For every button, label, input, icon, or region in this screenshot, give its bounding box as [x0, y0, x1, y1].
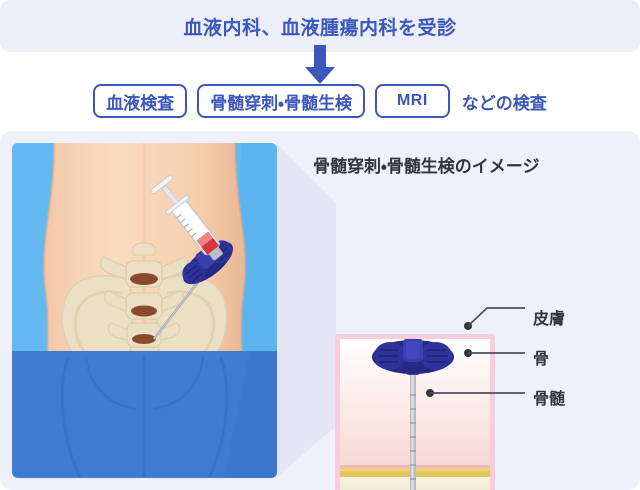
exam-label: 骨髄穿刺・骨髄生検 — [210, 93, 352, 113]
section-title: 骨髄穿刺・骨髄生検のイメージ — [313, 157, 540, 176]
down-arrow-icon — [303, 45, 337, 85]
exam-trailing-text: などの検査 — [461, 93, 547, 113]
zoom-connector — [276, 143, 336, 478]
exam-list: 血液検査 骨髄穿刺・骨髄生検 MRI などの検査 — [0, 80, 640, 122]
exam-box-blood-test[interactable]: 血液検査 — [93, 84, 188, 118]
callout-label-marrow: 骨髄 — [533, 391, 566, 408]
header-banner: 血液内科、血液腫瘍内科を受診 — [0, 0, 640, 52]
patient-lower-back-illustration — [12, 143, 277, 478]
page-title: 血液内科、血液腫瘍内科を受診 — [183, 17, 457, 39]
bone-marrow-cross-section — [335, 334, 495, 490]
illustration-area: 骨髄穿刺・骨髄生検のイメージ — [0, 131, 640, 490]
callout-label-bone: 骨 — [533, 351, 550, 368]
callout-label-skin: 皮膚 — [533, 311, 566, 328]
exam-label: 血液検査 — [106, 93, 175, 113]
exam-label: MRI — [396, 92, 428, 109]
exam-box-marrow-biopsy[interactable]: 骨髄穿刺・骨髄生検 — [197, 84, 365, 118]
exam-box-mri[interactable]: MRI — [374, 84, 450, 118]
